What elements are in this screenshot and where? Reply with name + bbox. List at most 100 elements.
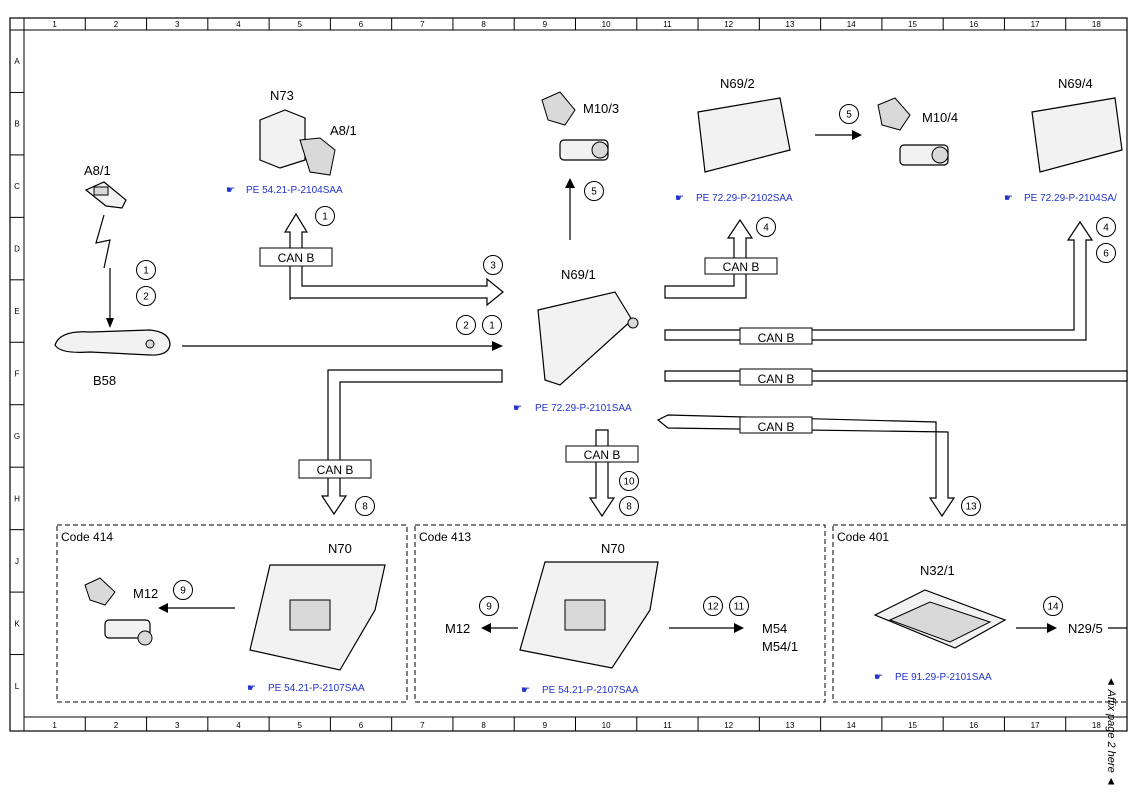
- motor-m104-icon: [877, 97, 949, 166]
- step-circle: [756, 217, 776, 237]
- grid-col-label: 3: [175, 20, 180, 29]
- grid-col-label: 1: [52, 721, 57, 730]
- grid-col-label: 11: [663, 721, 672, 730]
- ref-n321-icon: ☛: [874, 672, 883, 683]
- grid-col-label: 2: [114, 20, 119, 29]
- can-bus-right: [664, 370, 1128, 382]
- step-circle: [584, 181, 604, 201]
- grid-col-label: 15: [908, 721, 917, 730]
- label-n694: N69/4: [1058, 76, 1093, 91]
- step-circle: [456, 315, 476, 335]
- ref-n694-icon: ☛: [1004, 193, 1013, 204]
- grid-col-label: 8: [481, 20, 486, 29]
- step-number: 8: [626, 502, 632, 513]
- can-box-3: [739, 327, 813, 345]
- step-circle: [961, 496, 981, 516]
- can-bus-code414: [320, 369, 503, 516]
- can-box-6: [298, 459, 372, 479]
- grid-col-label: 10: [602, 20, 611, 29]
- label-m12-a: M12: [133, 586, 158, 601]
- step-circle: [483, 255, 503, 275]
- ref-n73[interactable]: PE 54.21-P-2104SAA: [246, 185, 343, 196]
- ref-n70-a-icon: ☛: [247, 683, 256, 694]
- step-number: 1: [489, 321, 495, 332]
- ref-n694[interactable]: PE 72.29-P-2104SA/: [1024, 193, 1117, 204]
- control-unit-n691-icon: [537, 291, 639, 386]
- ref-n321[interactable]: PE 91.29-P-2101SAA: [895, 672, 992, 683]
- step-circle: [839, 104, 859, 124]
- grid-col-label: 7: [420, 721, 425, 730]
- grid-col-label: 18: [1092, 20, 1101, 29]
- step-circle: [479, 596, 499, 616]
- can-label-5: CAN B: [758, 420, 795, 434]
- grid-col-label: 9: [543, 721, 548, 730]
- label-m104: M10/4: [922, 110, 958, 125]
- grid-col-label: 14: [847, 721, 856, 730]
- grid-col-label: 6: [359, 20, 364, 29]
- step-circle: [482, 315, 502, 335]
- step-number: 1: [322, 212, 328, 223]
- step-number: 6: [1103, 249, 1109, 260]
- wireless-signal-line: [95, 214, 111, 269]
- label-n70-a: N70: [328, 541, 352, 556]
- grid-col-label: 5: [298, 20, 303, 29]
- grid-row-label: H: [14, 494, 20, 503]
- grid-col-label: 12: [724, 721, 733, 730]
- step-number: 14: [1047, 602, 1059, 613]
- grid-col-label: 12: [724, 20, 733, 29]
- grid-col-label: 16: [969, 721, 978, 730]
- grid-row-label: E: [14, 307, 19, 316]
- module-n321-icon: [873, 589, 1007, 649]
- step-number: 4: [763, 223, 769, 234]
- grid-row-label: J: [15, 557, 19, 566]
- can-bus-n73: [283, 212, 504, 307]
- grid-row-label: K: [14, 619, 20, 628]
- label-m103: M10/3: [583, 101, 619, 116]
- label-n692: N69/2: [720, 76, 755, 91]
- step-circle: [136, 286, 156, 306]
- label-n691: N69/1: [561, 267, 596, 282]
- step-number: 8: [362, 502, 368, 513]
- step-number: 13: [965, 502, 977, 513]
- code-413-box: [414, 524, 826, 703]
- ref-n70-b[interactable]: PE 54.21-P-2107SAA: [542, 685, 639, 696]
- can-box-7: [565, 445, 639, 463]
- step-circle: [355, 496, 375, 516]
- ref-n691[interactable]: PE 72.29-P-2101SAA: [535, 403, 632, 414]
- grid-col-label: 4: [236, 721, 241, 730]
- can-label-6: CAN B: [317, 463, 354, 477]
- label-n321: N32/1: [920, 563, 955, 578]
- grid-col-label: 17: [1031, 721, 1040, 730]
- step-number: 9: [486, 602, 492, 613]
- label-m54: M54: [762, 621, 787, 636]
- can-box-5: [739, 416, 813, 434]
- grid-labels: 1122334455667788991010111112121313141415…: [14, 20, 1101, 730]
- grid-row-label: A: [14, 57, 20, 66]
- grid-col-label: 1: [52, 20, 57, 29]
- can-bus-n694: [664, 220, 1094, 341]
- grid-col-label: 4: [236, 20, 241, 29]
- grid-col-label: 7: [420, 20, 425, 29]
- grid-col-label: 14: [847, 20, 856, 29]
- overhead-panel-n70-a-icon: [249, 564, 386, 671]
- grid-row-label: C: [14, 182, 20, 191]
- step-circle: [619, 471, 639, 491]
- ref-n70-a[interactable]: PE 54.21-P-2107SAA: [268, 683, 365, 694]
- grid-row-label: F: [15, 370, 20, 379]
- label-m12-b: M12: [445, 621, 470, 636]
- step-number: 2: [143, 292, 149, 303]
- can-box-2: [704, 257, 778, 275]
- step-circle: [703, 596, 723, 616]
- code-401-label: Code 401: [837, 530, 889, 544]
- grid-col-label: 13: [786, 20, 795, 29]
- ref-n692[interactable]: PE 72.29-P-2102SAA: [696, 193, 793, 204]
- label-n295: N29/5: [1068, 621, 1103, 636]
- grid-col-label: 5: [298, 721, 303, 730]
- grid-col-label: 8: [481, 721, 486, 730]
- step-number: 3: [490, 261, 496, 272]
- can-label-7: CAN B: [584, 448, 621, 462]
- step-number: 9: [180, 586, 186, 597]
- label-m541: M54/1: [762, 639, 798, 654]
- ref-n73-icon: ☛: [226, 185, 235, 196]
- motor-m12-a-icon: [84, 577, 153, 646]
